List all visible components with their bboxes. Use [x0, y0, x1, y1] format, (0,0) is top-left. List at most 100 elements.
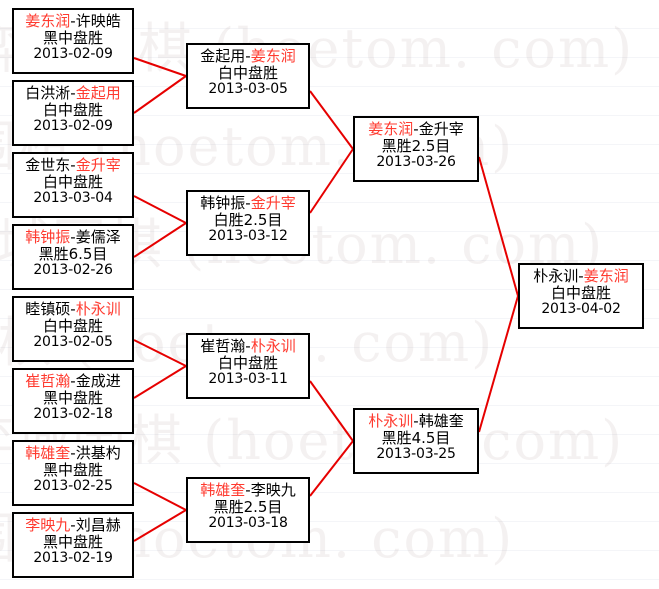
match-result: 黑中盘胜	[42, 388, 103, 407]
match-players: 白洪淅-金起用	[18, 85, 128, 102]
player-separator: -	[245, 194, 251, 212]
match-players: 崔哲瀚-朴永训	[192, 338, 304, 355]
connector-r2m3-to-r3m2	[309, 380, 354, 442]
match-winner: 韩雄奎	[200, 481, 246, 499]
match-loser: 朴永训	[533, 267, 579, 285]
match-loser: 韩钟振	[200, 194, 246, 212]
connector-r1m3-to-r2m2	[133, 195, 187, 224]
match-loser: 白洪淅	[25, 84, 71, 102]
match-date: 2013-02-09	[33, 45, 113, 62]
match-result: 黑中盘胜	[42, 460, 103, 479]
player-separator: -	[70, 444, 76, 462]
match-winner: 朴永训	[75, 300, 121, 318]
connector-r1m2-to-r2m1	[133, 75, 187, 114]
connector-r3m1-to-r4m1	[478, 156, 519, 297]
player-separator: -	[70, 300, 76, 318]
match-winner: 姜东润	[583, 267, 629, 285]
match-result: 白胜2.5目	[213, 210, 283, 229]
match-players: 姜东润-金升宰	[359, 121, 473, 138]
match-loser: 姜儒泽	[75, 228, 121, 246]
connector-r1m7-to-r2m4	[133, 482, 187, 511]
player-separator: -	[578, 267, 584, 285]
player-separator: -	[245, 481, 251, 499]
connector-r2m4-to-r3m2	[309, 440, 354, 497]
player-separator: -	[70, 12, 76, 30]
match-players: 姜东润-许映皓	[18, 13, 128, 30]
match-date: 2013-02-25	[33, 477, 113, 494]
connector-r1m4-to-r2m2	[133, 222, 187, 258]
match-players: 崔哲瀚-金成进	[18, 373, 128, 390]
match-date: 2013-03-12	[208, 227, 288, 244]
player-separator: -	[245, 47, 251, 65]
match-date: 2013-03-05	[208, 80, 288, 97]
match-date: 2013-03-04	[33, 189, 113, 206]
match-players: 金世东-金升宰	[18, 157, 128, 174]
connector-r3m2-to-r4m1	[478, 295, 519, 433]
connector-r2m1-to-r3m1	[309, 90, 354, 150]
match-result: 黑中盘胜	[42, 28, 103, 47]
match-loser: 睦镇硕	[25, 300, 71, 318]
connector-r1m6-to-r2m3	[133, 365, 187, 399]
connector-r2m2-to-r3m1	[309, 148, 354, 214]
match-winner: 姜东润	[25, 12, 71, 30]
match-loser: 金世东	[25, 156, 71, 174]
connector-r1m8-to-r2m4	[133, 509, 187, 542]
match-result: 黑胜6.5目	[38, 244, 108, 263]
match-players: 韩雄奎-洪基杓	[18, 445, 128, 462]
match-result: 白中盘胜	[42, 316, 103, 335]
player-separator: -	[70, 156, 76, 174]
match-result: 白中盘胜	[42, 100, 103, 119]
match-loser: 李映九	[250, 481, 296, 499]
player-separator: -	[413, 412, 419, 430]
match-date: 2013-02-26	[33, 261, 113, 278]
match-date: 2013-03-11	[208, 370, 288, 387]
player-separator: -	[245, 337, 251, 355]
match-loser: 洪基杓	[75, 444, 121, 462]
match-winner: 韩雄奎	[25, 444, 71, 462]
match-loser: 韩雄奎	[418, 412, 464, 430]
match-players: 韩钟振-姜儒泽	[18, 229, 128, 246]
match-date: 2013-02-05	[33, 333, 113, 350]
match-date: 2013-02-18	[33, 405, 113, 422]
player-separator: -	[413, 120, 419, 138]
match-winner: 金起用	[75, 84, 121, 102]
match-winner: 金升宰	[75, 156, 121, 174]
match-date: 2013-02-09	[33, 117, 113, 134]
player-separator: -	[70, 228, 76, 246]
match-loser: 刘昌赫	[75, 516, 121, 534]
match-winner: 朴永训	[368, 412, 414, 430]
match-result: 白中盘胜	[217, 63, 278, 82]
match-result: 白中盘胜	[217, 353, 278, 372]
match-date: 2013-03-26	[376, 153, 456, 170]
match-players: 李映九-刘昌赫	[18, 517, 128, 534]
match-loser: 金起用	[200, 47, 246, 65]
match-result: 白中盘胜	[550, 283, 611, 302]
match-loser: 许映皓	[75, 12, 121, 30]
match-result: 黑中盘胜	[42, 532, 103, 551]
match-date: 2013-03-18	[208, 514, 288, 531]
match-players: 韩钟振-金升宰	[192, 195, 304, 212]
match-players: 睦镇硕-朴永训	[18, 301, 128, 318]
match-winner: 韩钟振	[25, 228, 71, 246]
match-players: 朴永训-姜东润	[524, 268, 638, 285]
match-players: 韩雄奎-李映九	[192, 482, 304, 499]
player-separator: -	[70, 372, 76, 390]
player-separator: -	[70, 516, 76, 534]
player-separator: -	[70, 84, 76, 102]
